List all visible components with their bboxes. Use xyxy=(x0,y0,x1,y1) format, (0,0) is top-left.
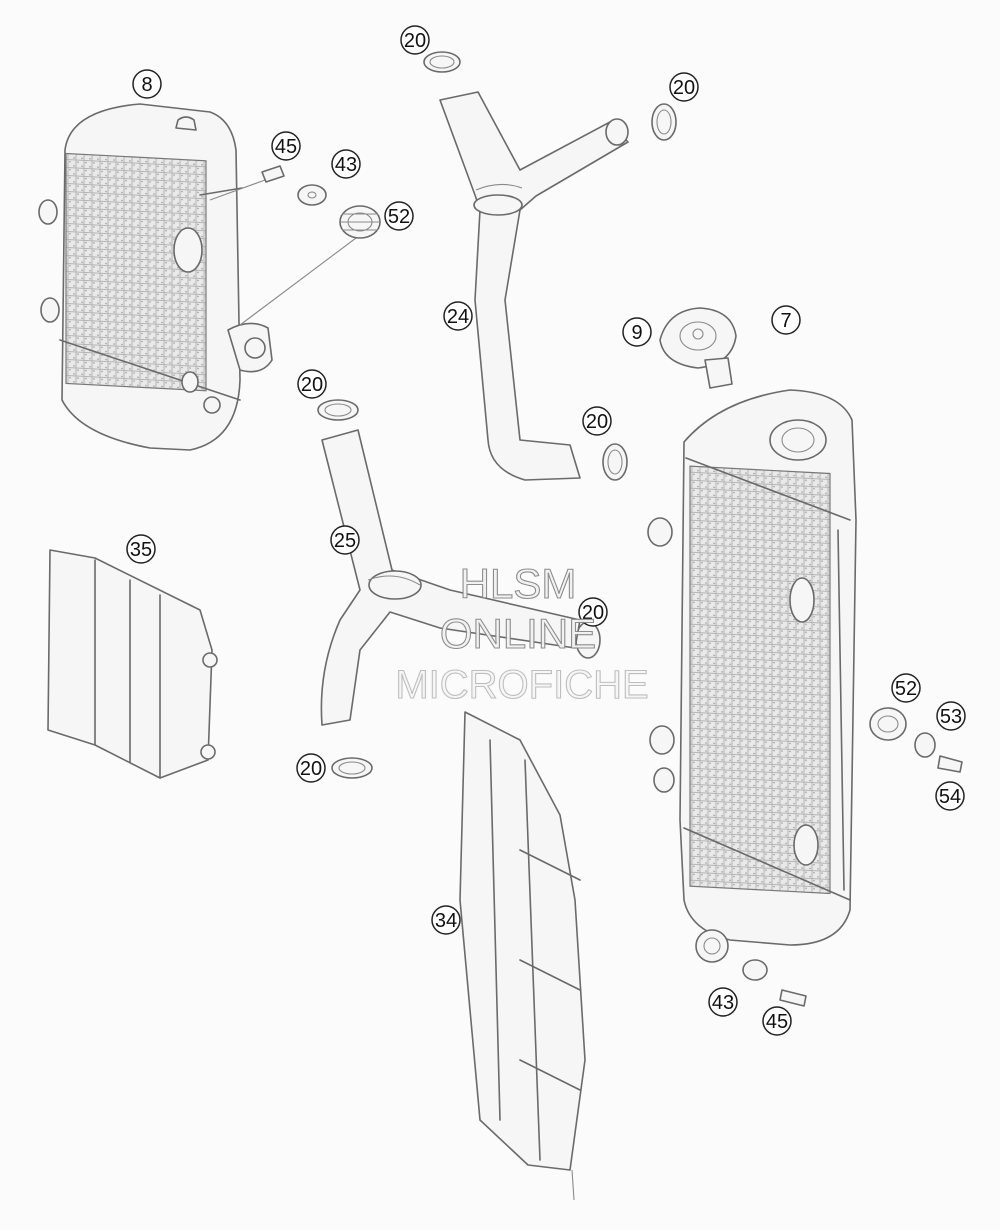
left-radiator xyxy=(38,103,273,451)
hose-clamp-20-top xyxy=(423,51,461,73)
grommet-52-upper xyxy=(339,205,381,239)
callout-20: 20 xyxy=(296,753,326,783)
svg-text:34: 34 xyxy=(435,910,457,932)
svg-text:9: 9 xyxy=(631,322,642,344)
svg-text:52: 52 xyxy=(895,678,917,700)
callout-25: 25 xyxy=(330,525,360,555)
hose-clamp-20-middle xyxy=(602,443,628,481)
callout-45: 45 xyxy=(271,131,301,161)
leader-line xyxy=(209,179,361,326)
radiator-guard-35 xyxy=(47,549,218,779)
washer-53 xyxy=(914,732,936,758)
svg-text:25: 25 xyxy=(334,530,356,552)
bolt-45-lower xyxy=(779,989,807,1007)
svg-text:52: 52 xyxy=(388,206,410,228)
callout-8: 8 xyxy=(132,69,162,99)
washer-43-lower xyxy=(742,959,768,981)
hose-clamp-20-mid-left xyxy=(317,399,359,421)
svg-text:43: 43 xyxy=(335,154,357,176)
svg-text:20: 20 xyxy=(301,374,323,396)
callout-24: 24 xyxy=(443,301,473,331)
washer-43-upper xyxy=(297,184,327,206)
svg-text:24: 24 xyxy=(447,306,469,328)
callout-52: 52 xyxy=(384,201,414,231)
svg-text:45: 45 xyxy=(766,1011,788,1033)
svg-text:20: 20 xyxy=(300,758,322,780)
callout-45: 45 xyxy=(762,1006,792,1036)
callout-53: 53 xyxy=(936,701,966,731)
radiator-cap-9 xyxy=(659,307,737,369)
callout-52: 52 xyxy=(891,673,921,703)
callout-20: 20 xyxy=(582,406,612,436)
upper-hose-24 xyxy=(439,91,629,481)
grommet-43-lower xyxy=(695,929,729,963)
watermark-line-2: ONLINE xyxy=(440,610,596,657)
callout-9: 9 xyxy=(622,317,652,347)
callout-43: 43 xyxy=(331,149,361,179)
callout-20: 20 xyxy=(400,25,430,55)
svg-text:7: 7 xyxy=(780,310,791,332)
svg-text:45: 45 xyxy=(275,136,297,158)
svg-text:20: 20 xyxy=(582,602,604,624)
hose-clamp-20-bottom xyxy=(331,757,373,779)
callout-7: 7 xyxy=(771,305,801,335)
callout-35: 35 xyxy=(126,534,156,564)
hose-clamp-20-right xyxy=(651,103,677,141)
callout-20: 20 xyxy=(297,369,327,399)
svg-text:20: 20 xyxy=(404,30,426,52)
svg-text:20: 20 xyxy=(586,411,608,433)
callout-20: 20 xyxy=(669,72,699,102)
right-radiator xyxy=(647,389,857,946)
callout-34: 34 xyxy=(431,905,461,935)
grommet-52-lower xyxy=(869,707,907,741)
radiator-guard-34 xyxy=(459,711,586,1201)
cap-fitting-7 xyxy=(704,357,733,389)
bolt-45-upper xyxy=(261,165,285,183)
svg-text:20: 20 xyxy=(673,77,695,99)
svg-text:43: 43 xyxy=(712,992,734,1014)
callout-20: 20 xyxy=(578,597,608,627)
svg-text:35: 35 xyxy=(130,539,152,561)
bolt-54 xyxy=(937,755,963,773)
callout-54: 54 xyxy=(935,781,965,811)
watermark-line-3: MICROFICHE xyxy=(395,663,648,707)
watermark-line-1: HLSM xyxy=(460,560,577,607)
lower-hose-25 xyxy=(320,429,581,726)
svg-text:53: 53 xyxy=(940,706,962,728)
watermark: HLSM ONLINE MICROFICHE xyxy=(395,559,649,707)
svg-text:8: 8 xyxy=(141,74,152,96)
svg-text:54: 54 xyxy=(939,786,961,808)
callout-43: 43 xyxy=(708,987,738,1017)
